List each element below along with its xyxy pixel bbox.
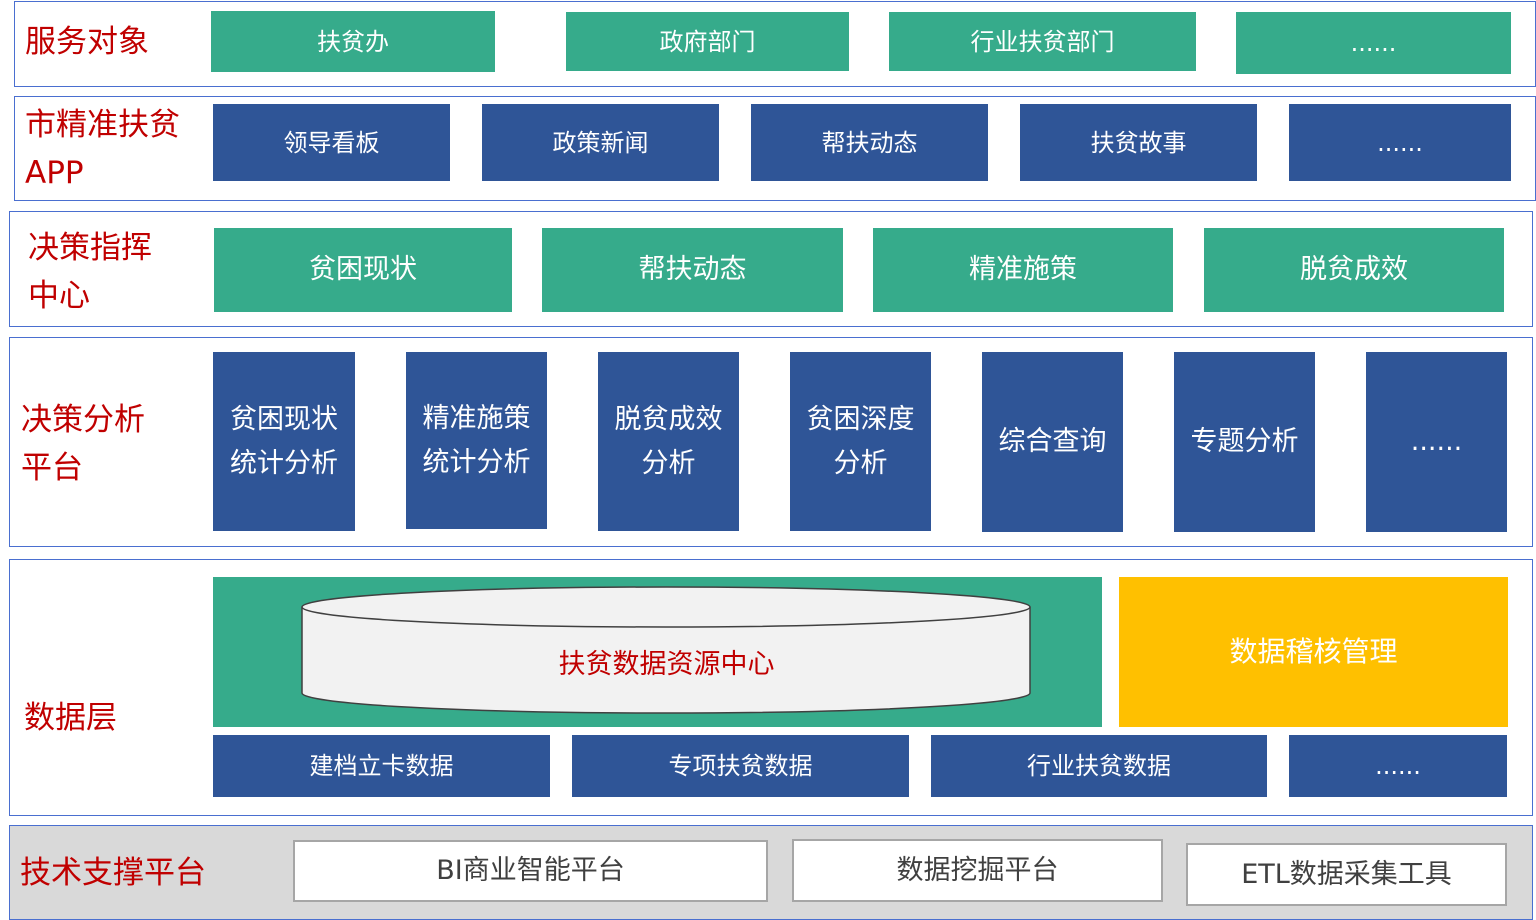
command-box: 精准施策 xyxy=(873,228,1173,312)
service-box: ...... xyxy=(1236,12,1511,74)
data-source-box: 行业扶贫数据 xyxy=(931,735,1267,797)
command-box: 帮扶动态 xyxy=(542,228,843,312)
analysis-box: 专题分析 xyxy=(1174,352,1315,532)
analysis-box: 精准施策统计分析 xyxy=(406,352,547,529)
layer-label: 决策指挥中心 xyxy=(28,230,152,314)
app-box: 领导看板 xyxy=(213,104,450,181)
analysis-box: 贫困现状统计分析 xyxy=(213,352,355,531)
analysis-box: 综合查询 xyxy=(982,352,1123,532)
data-source-box: 专项扶贫数据 xyxy=(572,735,909,797)
service-box: 行业扶贫部门 xyxy=(889,12,1196,71)
tech-box: 数据挖掘平台 xyxy=(792,839,1163,902)
app-box: ...... xyxy=(1289,104,1511,181)
analysis-box: 贫困深度分析 xyxy=(790,352,931,531)
layer-label: 市精准扶贫APP xyxy=(25,107,180,191)
app-box: 帮扶动态 xyxy=(751,104,988,181)
analysis-box: 脱贫成效分析 xyxy=(598,352,739,531)
database-cylinder-icon xyxy=(301,586,1031,714)
layer-label: 数据层 xyxy=(24,700,117,736)
data-source-box: 建档立卡数据 xyxy=(213,735,550,797)
audit-box: 数据稽核管理 xyxy=(1119,577,1508,727)
tech-box: BI商业智能平台 xyxy=(293,840,768,902)
layer-label: 服务对象 xyxy=(25,24,149,60)
command-box: 贫困现状 xyxy=(214,228,512,312)
service-box: 政府部门 xyxy=(566,12,849,71)
layer-label: 技术支撑平台 xyxy=(20,855,206,891)
service-box: 扶贫办 xyxy=(211,11,495,72)
tech-box: ETL数据采集工具 xyxy=(1186,843,1507,906)
command-box: 脱贫成效 xyxy=(1204,228,1504,312)
layer-label: 决策分析平台 xyxy=(21,402,145,486)
resource-center-label: 扶贫数据资源中心 xyxy=(558,649,775,680)
app-box: 扶贫故事 xyxy=(1020,104,1257,181)
data-source-box: ...... xyxy=(1289,735,1507,797)
app-box: 政策新闻 xyxy=(482,104,719,181)
analysis-box: ...... xyxy=(1366,352,1507,532)
